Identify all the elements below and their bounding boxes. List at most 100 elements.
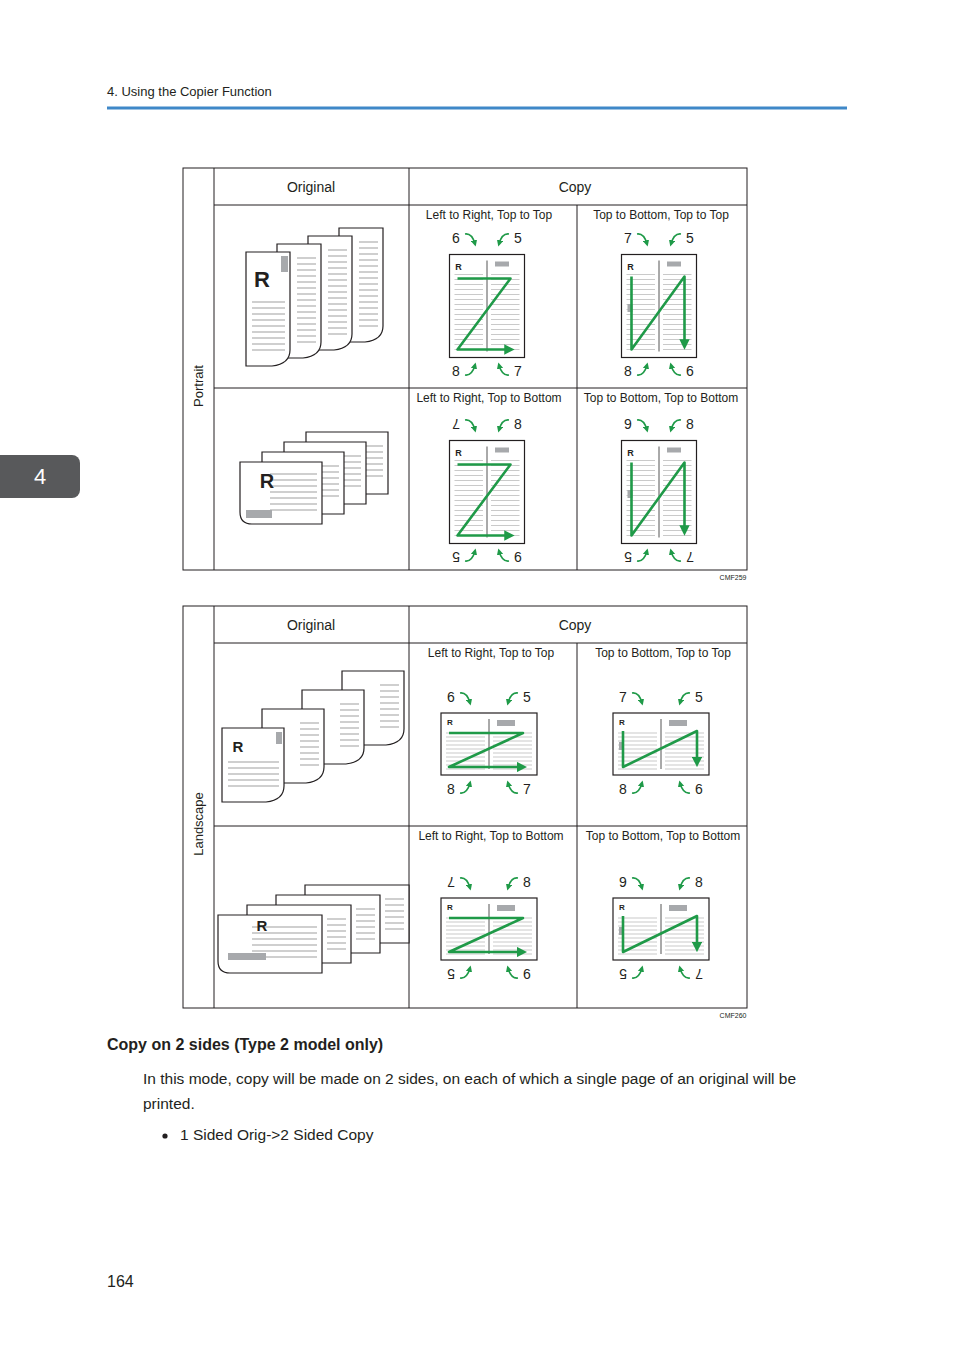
text-line: [300, 735, 319, 736]
layout-caption: Top to Bottom, Top to Bottom: [584, 392, 739, 406]
text-line: [385, 911, 404, 912]
table-rule: [214, 205, 747, 206]
turn-arrow: [465, 551, 475, 561]
table-rule: [409, 606, 410, 1008]
original-mark: R: [260, 470, 274, 493]
original-page: [240, 462, 322, 524]
text-line: [328, 286, 347, 287]
text-line: [385, 899, 404, 900]
orientation-label: Portrait: [192, 365, 207, 407]
text-line: [663, 515, 692, 516]
turn-arrow: [680, 968, 690, 978]
turn-arrow: [680, 878, 690, 888]
page-number: 9: [619, 874, 627, 890]
text-line: [446, 954, 485, 955]
text-line: [663, 520, 692, 521]
text-line: [493, 950, 532, 951]
text-line: [491, 289, 520, 290]
bullet: [162, 1133, 167, 1138]
text-line: [270, 498, 317, 499]
image-block: [667, 262, 681, 267]
turn-arrow: [465, 365, 475, 375]
text-line: [663, 465, 692, 466]
sheet-outline: [450, 255, 525, 358]
text-line: [297, 336, 316, 337]
text-line: [328, 256, 347, 257]
text-line: [663, 304, 692, 305]
text-line: [663, 530, 692, 531]
sheet-outline: [613, 898, 709, 960]
page-number: 8: [619, 781, 627, 797]
text-line: [342, 468, 361, 469]
page-number: 7: [686, 549, 694, 565]
text-line: [328, 322, 347, 323]
text-line: [455, 304, 484, 305]
table-rule: [214, 168, 215, 570]
original-stack: [240, 432, 388, 524]
layout-caption: Left to Right, Top to Top: [426, 209, 552, 223]
text-line: [663, 309, 692, 310]
page-divider: [487, 261, 488, 352]
text-line: [359, 326, 378, 327]
copy-sheet: [622, 234, 697, 375]
text-line: [359, 248, 378, 249]
page-number-footer: 164: [107, 1273, 134, 1291]
image-block: [281, 256, 288, 272]
table-rule: [214, 826, 747, 827]
page-number: 7: [452, 416, 460, 432]
text-line: [455, 530, 484, 531]
sheet-mark: R: [627, 261, 634, 271]
text-line: [491, 309, 520, 310]
text-line: [491, 460, 520, 461]
reading-order-arrow: [623, 916, 697, 952]
text-line: [340, 740, 359, 741]
reading-order-arrow: [623, 731, 697, 767]
original-page: [222, 728, 284, 802]
sheet-outline: [441, 713, 537, 775]
text-line: [455, 470, 484, 471]
text-line: [380, 721, 399, 722]
table-rule: [214, 643, 747, 644]
copy-sheet: [450, 420, 525, 561]
text-line: [455, 485, 484, 486]
text-line: [342, 474, 361, 475]
text-line: [455, 480, 484, 481]
page-number: 7: [514, 363, 522, 379]
text-line: [340, 710, 359, 711]
page-number: 8: [447, 781, 455, 797]
text-line: [359, 320, 378, 321]
page-number: 6: [452, 230, 460, 246]
chapter-tab-number: 4: [34, 464, 46, 489]
sheet-mark: R: [455, 447, 462, 457]
text-line: [252, 302, 285, 303]
sheet-mark: R: [619, 718, 625, 727]
turn-arrow: [671, 551, 681, 561]
text-line: [493, 934, 532, 935]
text-line: [340, 704, 359, 705]
text-line: [380, 709, 399, 710]
text-line: [491, 294, 520, 295]
text-line: [252, 939, 317, 940]
text-line: [493, 926, 532, 927]
turn-arrow: [637, 551, 647, 561]
page-number: 8: [514, 416, 522, 432]
column-header: Copy: [559, 617, 592, 633]
sheet-outline: [450, 441, 525, 544]
copy-sheet: [613, 693, 709, 793]
text-line: [455, 289, 484, 290]
text-line: [663, 324, 692, 325]
text-line: [446, 769, 485, 770]
figure-code: CMF259: [720, 574, 747, 582]
text-line: [663, 344, 692, 345]
reading-order-arrow: [632, 463, 685, 536]
sheet-outline: [622, 255, 697, 358]
text-line: [665, 769, 704, 770]
sheet-mark: R: [447, 903, 453, 912]
text-line: [328, 328, 347, 329]
page-divider: [661, 904, 662, 954]
text-line: [297, 306, 316, 307]
copy-sheet: [441, 693, 537, 793]
text-line: [446, 757, 485, 758]
text-line: [663, 294, 692, 295]
page-number: 6: [514, 549, 522, 565]
